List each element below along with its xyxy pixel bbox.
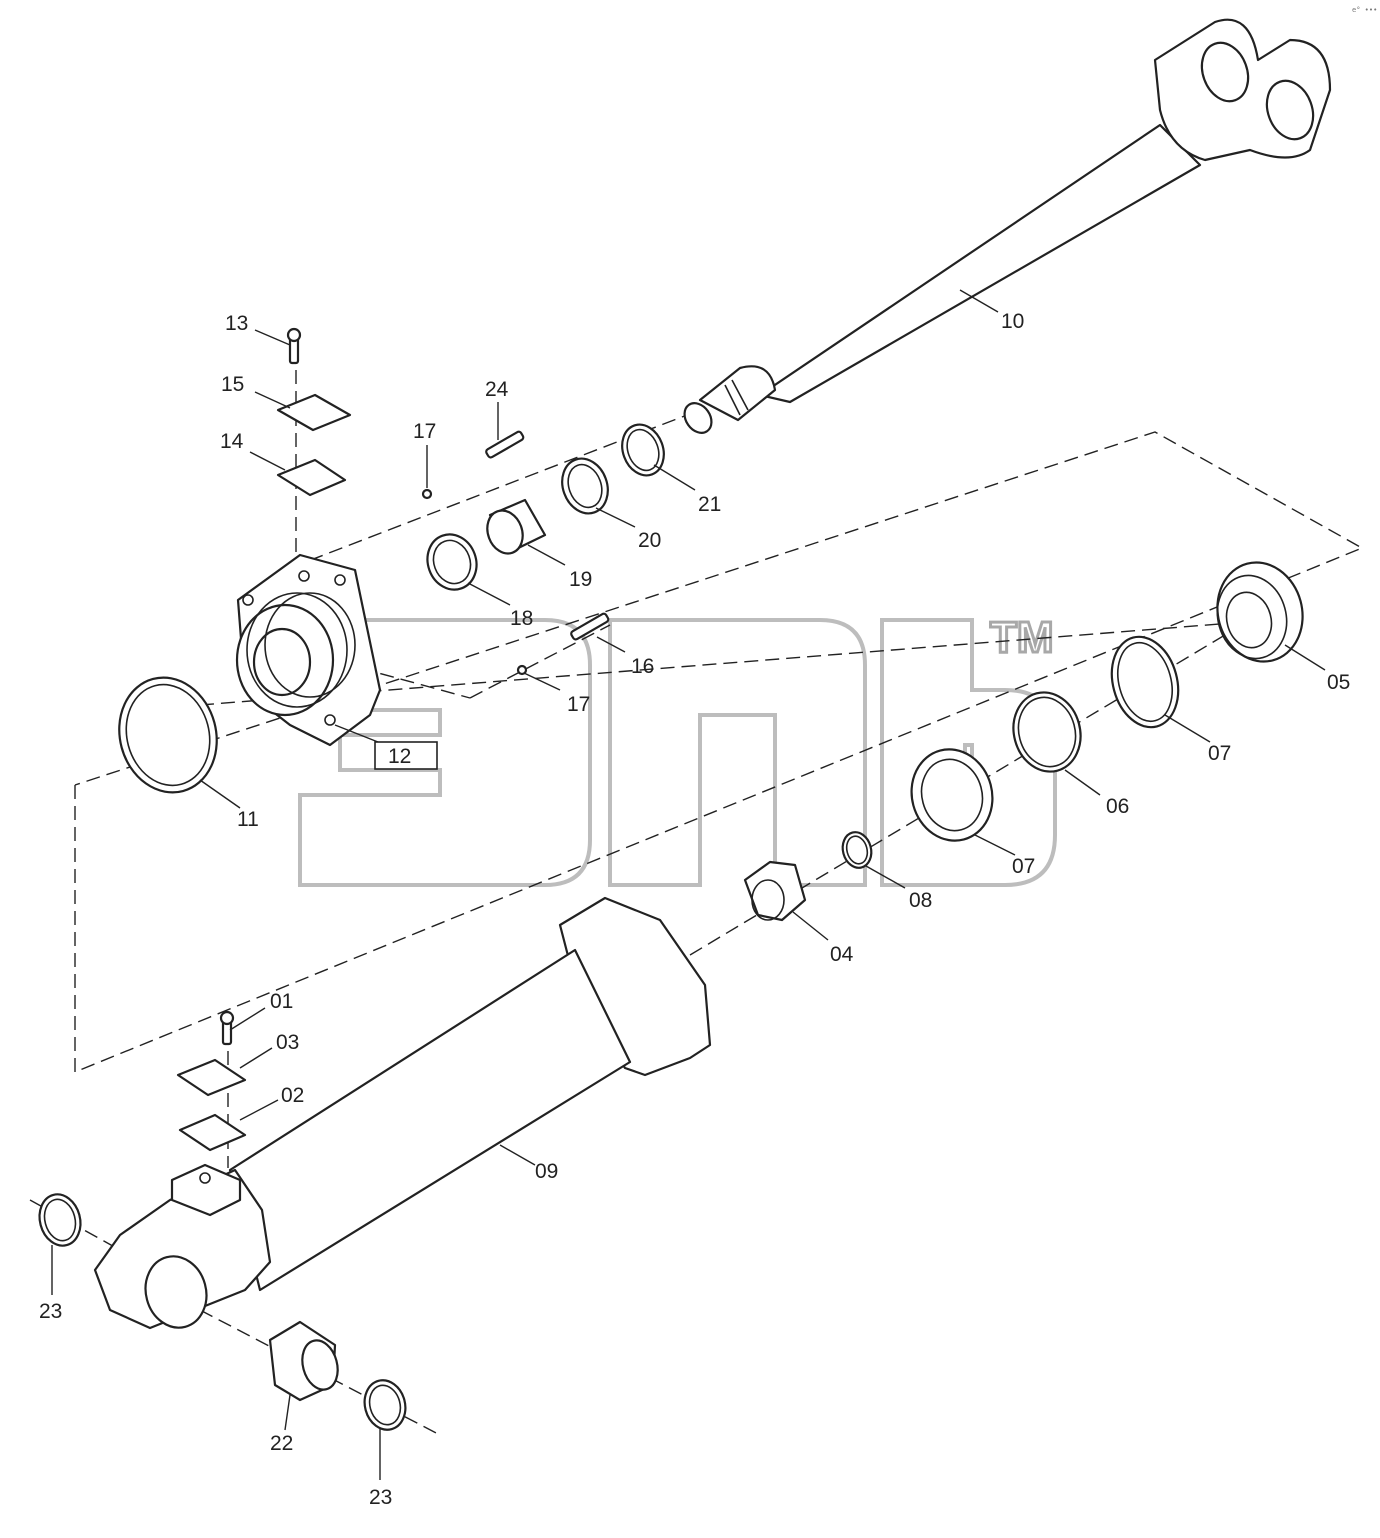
piston-rod — [683, 18, 1332, 434]
callout-19: 19 — [569, 568, 592, 591]
callout-03: 03 — [276, 1031, 299, 1054]
callout-21: 21 — [698, 493, 721, 516]
callout-01: 01 — [270, 990, 293, 1013]
callout-17-upper: 17 — [413, 420, 436, 443]
gland-seals — [426, 423, 665, 591]
piston-assembly — [743, 561, 1304, 922]
gland-fasteners — [276, 327, 610, 676]
rod-guide-gland — [235, 553, 382, 747]
callout-22: 22 — [270, 1432, 293, 1455]
callout-12: 12 — [388, 745, 411, 768]
callout-17-lower: 17 — [567, 693, 590, 716]
callout-07-upper: 07 — [1208, 742, 1231, 765]
callout-07-lower: 07 — [1012, 855, 1035, 878]
callout-18: 18 — [510, 607, 533, 630]
corner-mark: e° ••• — [1352, 6, 1377, 14]
callout-08: 08 — [909, 889, 932, 912]
callout-11: 11 — [237, 808, 259, 831]
callout-10: 10 — [1001, 310, 1024, 333]
leader-lines — [51, 289, 1326, 1480]
callout-23-left: 23 — [39, 1300, 62, 1323]
callout-02: 02 — [281, 1084, 304, 1107]
cylinder-tube — [93, 896, 712, 1330]
callout-23-bottom: 23 — [369, 1486, 392, 1509]
callout-13: 13 — [225, 312, 248, 335]
callout-06: 06 — [1106, 795, 1129, 818]
callout-20: 20 — [638, 529, 661, 552]
o-ring-11 — [118, 676, 218, 794]
tube-fasteners — [176, 1010, 247, 1152]
callout-09: 09 — [535, 1160, 558, 1183]
callout-15: 15 — [221, 373, 244, 396]
callout-14: 14 — [220, 430, 244, 453]
callout-16: 16 — [631, 655, 654, 678]
callout-24: 24 — [485, 378, 509, 401]
callout-04: 04 — [830, 943, 854, 966]
callout-05: 05 — [1327, 671, 1350, 694]
callout-12-box — [374, 741, 438, 770]
callout-labels: 01 02 03 04 05 06 07 07 08 09 10 11 12 1… — [39, 310, 1350, 1509]
bushing-and-rings — [38, 1193, 407, 1431]
watermark-logo: TM — [298, 612, 1057, 887]
